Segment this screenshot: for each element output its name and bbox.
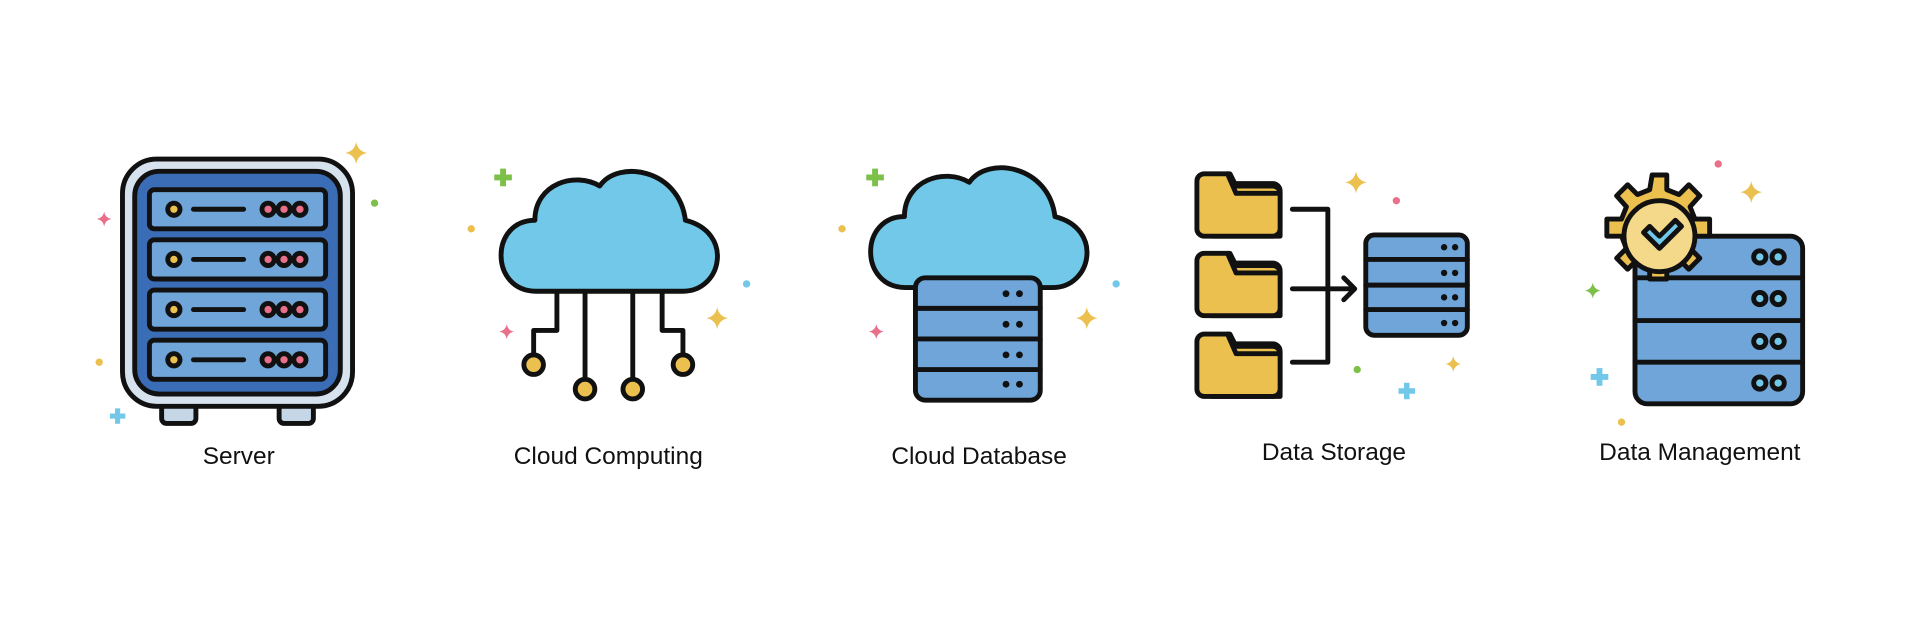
cloud-computing-icon bbox=[498, 169, 720, 402]
data-storage-icon bbox=[1194, 171, 1470, 397]
sparkle-decor bbox=[838, 168, 1120, 339]
sparkle-decor bbox=[1344, 171, 1462, 400]
sparkle-decor bbox=[1584, 160, 1763, 426]
label-server: Server bbox=[203, 443, 275, 470]
gear-icon bbox=[1604, 172, 1713, 282]
cloud-database-icon bbox=[871, 168, 1087, 403]
data-management-icon bbox=[1604, 172, 1806, 407]
label-cloud-computing: Cloud Computing bbox=[514, 443, 703, 470]
sparkle-decor bbox=[95, 141, 379, 424]
server-icon bbox=[120, 156, 355, 426]
sparkle-decor bbox=[467, 168, 751, 339]
label-data-management: Data Management bbox=[1599, 439, 1801, 466]
label-data-storage: Data Storage bbox=[1262, 439, 1406, 466]
label-cloud-database: Cloud Database bbox=[891, 443, 1066, 470]
